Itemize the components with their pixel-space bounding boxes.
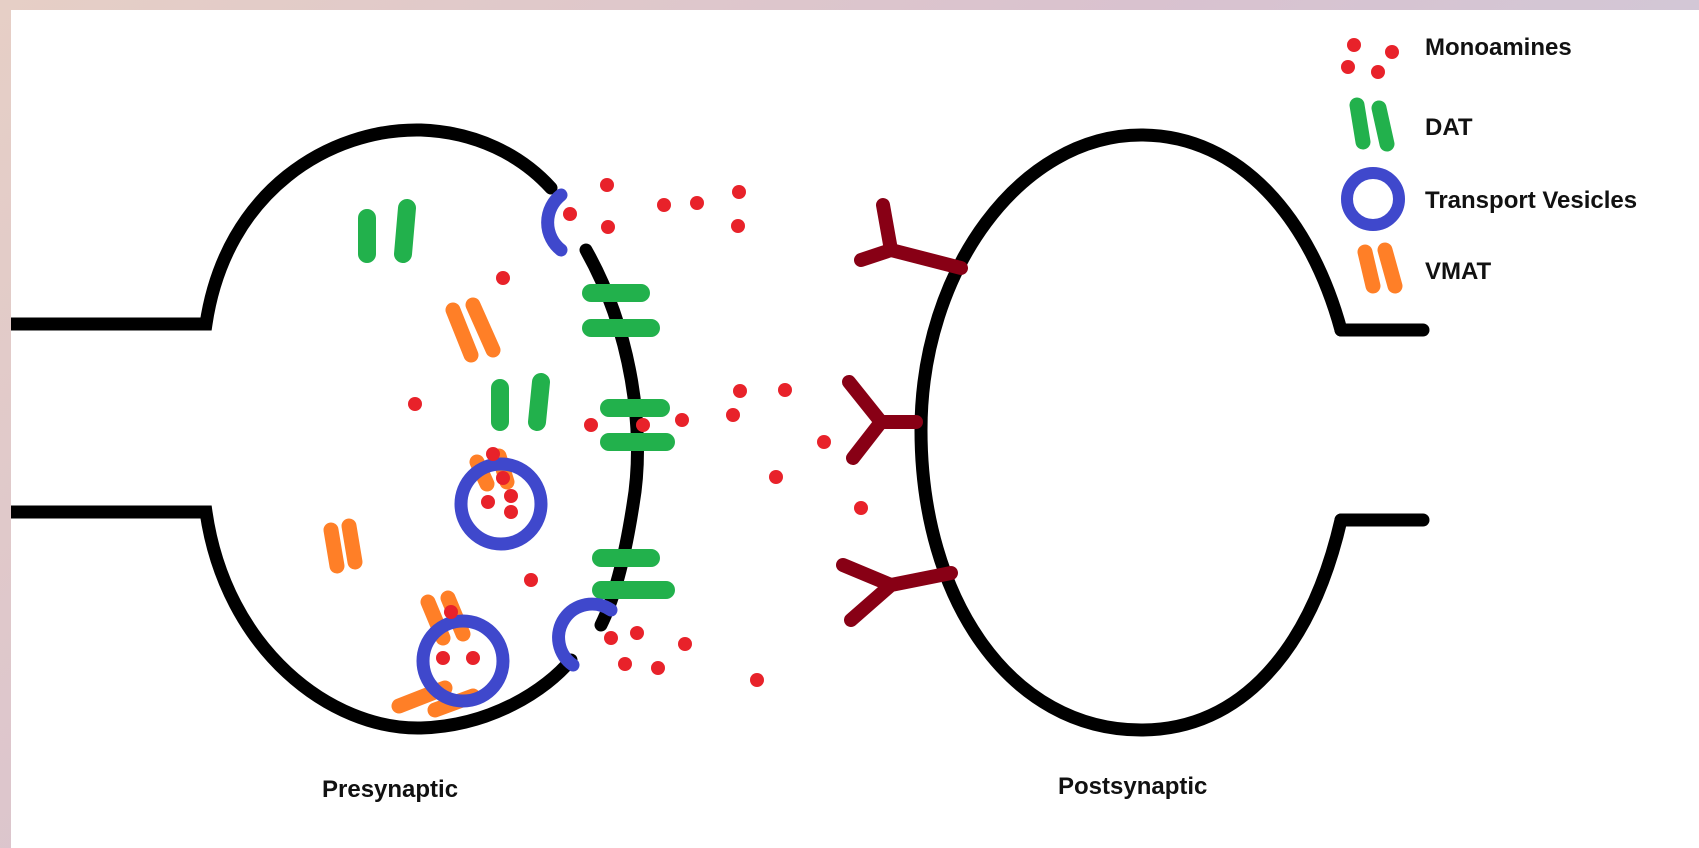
legend-vmat-label: VMAT — [1425, 258, 1491, 286]
monoamine — [618, 657, 632, 671]
monoamine — [504, 489, 518, 503]
legend-dat-icon — [1357, 105, 1387, 144]
monoamine — [778, 383, 792, 397]
monoamine — [524, 573, 538, 587]
monoamine — [678, 637, 692, 651]
monoamine — [854, 501, 868, 515]
receptor — [849, 382, 916, 458]
monoamine — [726, 408, 740, 422]
vmat-protein — [331, 526, 355, 566]
dat-transporter — [591, 293, 651, 328]
monoamine — [486, 447, 500, 461]
monoamine — [496, 271, 510, 285]
monoamine — [408, 397, 422, 411]
monoamine — [444, 605, 458, 619]
vesicle-fusing — [548, 195, 561, 250]
postsynaptic-membrane-body — [921, 135, 1341, 730]
presynaptic-membrane-top — [11, 130, 551, 324]
monoamine — [604, 631, 618, 645]
postsynaptic-label: Postsynaptic — [1058, 773, 1207, 801]
legend-vmat-icon — [1365, 250, 1395, 286]
monoamine — [600, 178, 614, 192]
monoamine — [481, 495, 495, 509]
monoamine — [496, 471, 510, 485]
receptor — [861, 205, 961, 268]
monoamine — [657, 198, 671, 212]
monoamine — [731, 219, 745, 233]
legend-monoamines-icon — [1341, 38, 1399, 79]
diagram-canvas: Monoamines DAT Transport Vesicles VMAT P… — [11, 10, 1699, 848]
monoamine — [436, 651, 450, 665]
dat-transporter — [601, 558, 666, 590]
monoamine — [732, 185, 746, 199]
legend-vesicles-icon — [1347, 173, 1399, 225]
monoamine — [630, 626, 644, 640]
transport-vesicles — [423, 195, 611, 701]
monoamine — [563, 207, 577, 221]
legend — [1341, 38, 1399, 286]
monoamine — [504, 505, 518, 519]
monoamine — [675, 413, 689, 427]
monoamine — [733, 384, 747, 398]
monoamine — [750, 673, 764, 687]
legend-vesicles-label: Transport Vesicles — [1425, 187, 1637, 215]
vmat-protein — [453, 305, 493, 355]
legend-monoamines-label: Monoamines — [1425, 34, 1572, 62]
monoamine — [769, 470, 783, 484]
monoamine — [690, 196, 704, 210]
legend-dat-label: DAT — [1425, 114, 1473, 142]
monoamine — [584, 418, 598, 432]
monoamine — [466, 651, 480, 665]
monoamine — [817, 435, 831, 449]
dat-transporter — [367, 208, 407, 254]
monoamine — [651, 661, 665, 675]
dat-transporter — [500, 382, 541, 422]
monoamine — [636, 418, 650, 432]
monoamine — [601, 220, 615, 234]
receptor — [843, 565, 951, 620]
presynaptic-label: Presynaptic — [322, 776, 458, 804]
postsynaptic-membrane — [921, 135, 1423, 730]
